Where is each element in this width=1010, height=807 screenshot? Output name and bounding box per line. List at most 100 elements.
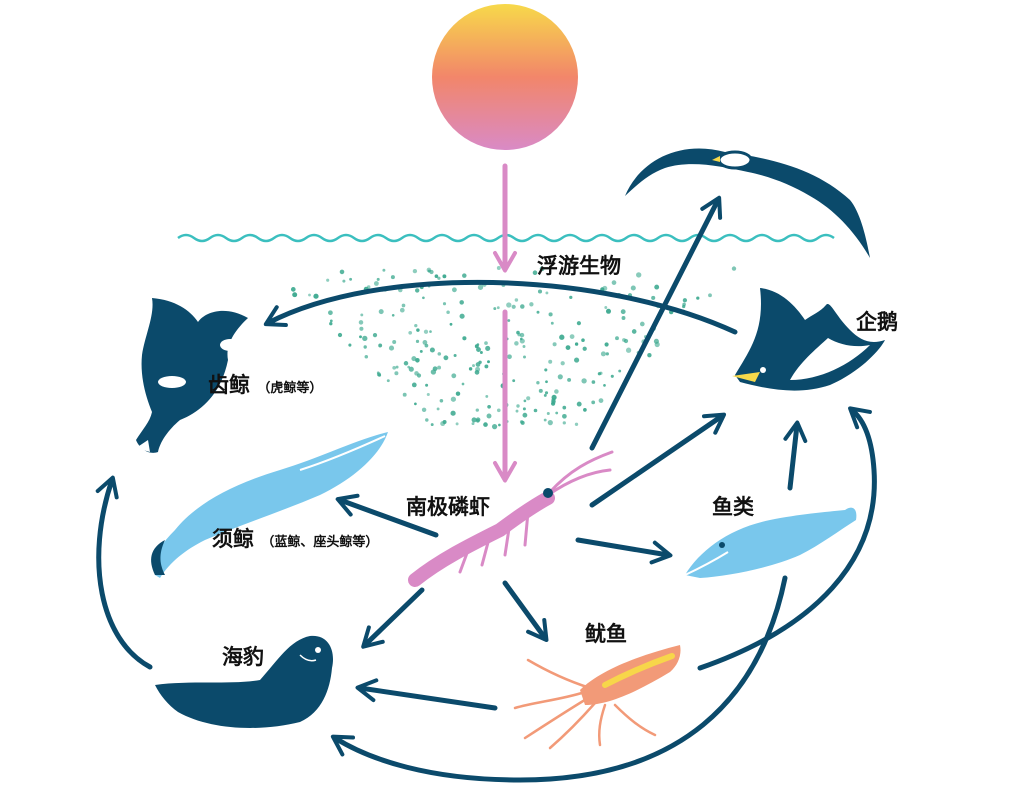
krill-icon (408, 450, 614, 587)
plankton-dot (519, 337, 523, 341)
plankton-dot (290, 287, 296, 292)
plankton-dot (496, 408, 501, 413)
plankton-dot (360, 313, 364, 317)
food-web-arrows (95, 195, 877, 783)
plankton-dot (620, 309, 626, 315)
label-toothed-whale-name: 齿鲸 (208, 373, 250, 397)
plankton-dot (545, 291, 549, 295)
plankton-dot (421, 407, 427, 413)
label-seal: 海豹 (222, 645, 264, 669)
plankton-dot (511, 304, 516, 309)
plankton-dot (536, 310, 540, 314)
plankton-dot (512, 379, 516, 383)
plankton-dot (610, 374, 614, 378)
plankton-dot (621, 316, 626, 320)
plankton-dot (429, 330, 432, 333)
plankton-dot (523, 399, 527, 403)
plankton-dot (362, 335, 368, 342)
plankton-dot (479, 351, 483, 354)
plankton-dot (411, 356, 417, 362)
plankton-dot (475, 408, 479, 412)
plankton-dot (408, 366, 414, 372)
plankton-dot (576, 401, 582, 407)
plankton-dot (496, 306, 500, 310)
plankton-dot (436, 407, 440, 411)
plankton-dot (372, 332, 378, 338)
squid-icon (513, 645, 681, 750)
plankton-dot (422, 340, 428, 345)
plankton-dot (487, 404, 491, 409)
plankton-dot (477, 284, 484, 290)
plankton-dot (546, 412, 550, 415)
plankton-dot (407, 365, 411, 369)
plankton-dot (426, 392, 430, 397)
plankton-dot (378, 309, 384, 315)
plankton-dot (437, 365, 442, 370)
arrow-krill-to-baleen (335, 493, 439, 538)
plankton-dot (487, 360, 490, 364)
plankton-dot (583, 408, 587, 412)
plankton-dot (359, 326, 364, 331)
plankton-dot (462, 336, 467, 341)
plankton-dot (425, 383, 429, 387)
plankton-dot (414, 402, 417, 406)
plankton-dot (382, 268, 386, 272)
sun-icon (432, 4, 578, 150)
plankton-dot (329, 319, 333, 323)
plankton-dot (611, 280, 617, 285)
label-squid: 鱿鱼 (585, 622, 627, 646)
plankton-dot (551, 399, 556, 404)
plankton-dot (498, 423, 501, 427)
plankton-dot (439, 399, 444, 403)
plankton-dot (408, 330, 413, 335)
orca-icon (136, 298, 248, 453)
plankton-dot (622, 338, 626, 342)
plankton-dot (390, 275, 395, 280)
plankton-dot (459, 313, 465, 319)
label-baleen-whale-name: 须鲸 (212, 527, 254, 551)
plankton-dot (507, 354, 512, 360)
plankton-dot (459, 300, 464, 305)
plankton-dot (506, 302, 512, 308)
plankton-dot (485, 345, 491, 351)
plankton-dot (574, 342, 579, 346)
plankton-dot (471, 417, 477, 423)
plankton-dot (731, 266, 737, 271)
plankton-dot (491, 423, 498, 430)
plankton-dot (522, 412, 528, 418)
plankton-dot (536, 381, 540, 385)
plankton-dot (392, 365, 397, 370)
plankton-dot (423, 329, 429, 334)
plankton-dot (522, 407, 526, 411)
plankton-dot (437, 352, 442, 356)
plankton-dot (359, 335, 362, 339)
plankton-dot (493, 307, 497, 311)
plankton-dot (574, 357, 580, 363)
plankton-dot (313, 293, 319, 299)
plankton-dot (326, 278, 330, 282)
arrow-squid-to-penguin (697, 406, 877, 671)
plankton-dot (434, 274, 439, 278)
arrow-krill-to-seal (361, 587, 425, 649)
plankton-dot (557, 374, 563, 380)
plankton-dot (411, 382, 417, 388)
plankton-dot (618, 369, 622, 373)
plankton-dot (483, 422, 488, 427)
plankton-dot (552, 342, 557, 347)
plankton-dot (392, 340, 397, 344)
plankton-dot (603, 384, 606, 387)
plankton-dot (516, 404, 520, 408)
plankton-dot (446, 310, 450, 314)
plankton-dot (682, 302, 686, 307)
plankton-dot (567, 377, 572, 382)
plankton-dot (537, 289, 543, 294)
label-toothed-whale: 齿鲸 （虎鲸等） (208, 373, 322, 397)
plankton-dot (373, 281, 379, 286)
plankton-dot (437, 276, 441, 280)
plankton-dot (574, 422, 579, 426)
plankton-dot (625, 347, 632, 353)
label-fish: 鱼类 (712, 495, 755, 519)
plankton-dot (544, 391, 549, 395)
plankton-dot (555, 411, 559, 415)
plankton-dot (358, 320, 364, 325)
